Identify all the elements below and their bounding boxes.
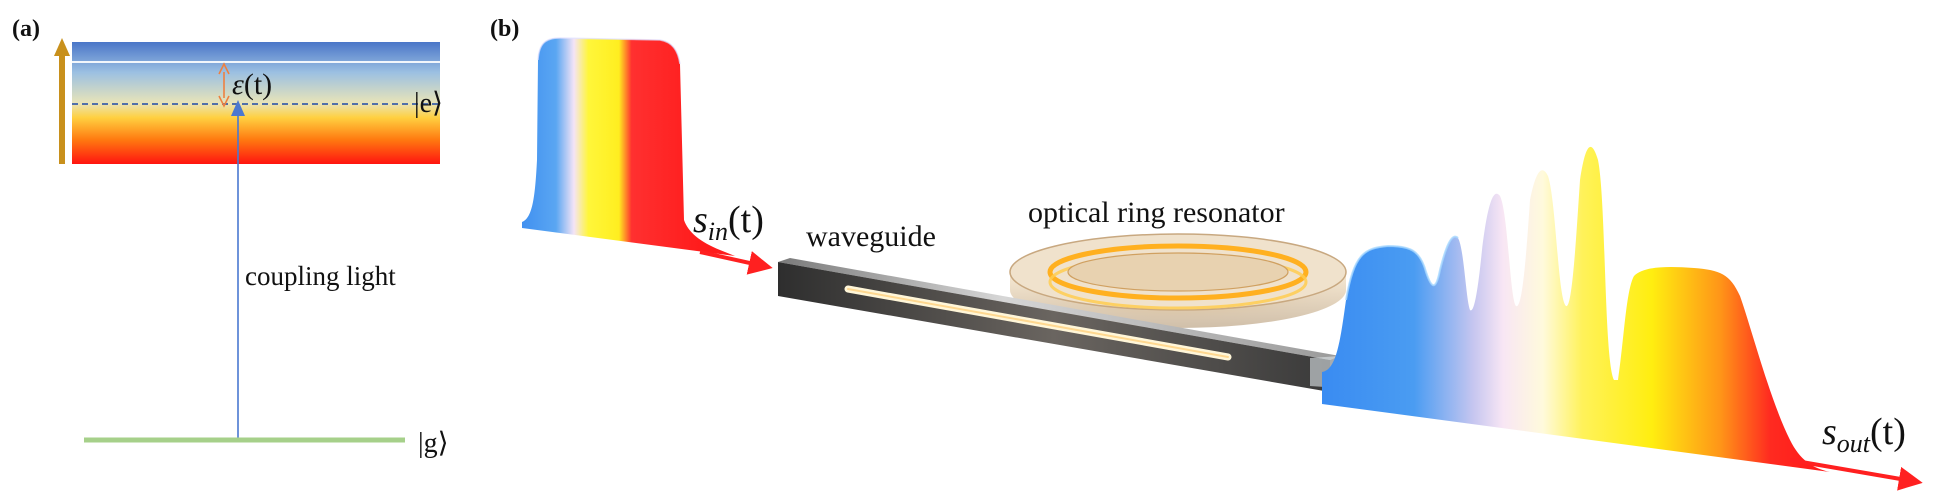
excited-state-label: |e⟩ — [414, 88, 443, 119]
waveguide-label: waveguide — [806, 220, 936, 253]
input-arrow — [699, 250, 773, 275]
input-pulse — [522, 38, 735, 256]
optical-ring-resonator — [1009, 233, 1347, 328]
output-signal-label: sout(t) — [1822, 411, 1906, 458]
excited-state-band — [72, 42, 440, 164]
detuning-arrow — [218, 62, 230, 108]
output-arrow — [1789, 458, 1923, 491]
panel-b-label: (b) — [490, 16, 519, 42]
panel-a-label: (a) — [12, 16, 40, 42]
panel-b: (b) sin(t) waveguide optical ring resona… — [490, 16, 1923, 491]
detuning-label: ε(t) — [232, 68, 272, 101]
coupling-light-label: coupling light — [245, 261, 396, 291]
ground-state-label: |g⟩ — [418, 428, 449, 459]
output-pulse — [1322, 146, 1830, 472]
resonator-label: optical ring resonator — [1028, 196, 1285, 229]
input-signal-label: sin(t) — [693, 199, 764, 246]
coupling-light-arrow — [231, 100, 245, 440]
energy-axis-arrow — [54, 38, 70, 164]
panel-a: (a) ε(t) |e⟩ coupling light |g⟩ — [12, 16, 449, 459]
